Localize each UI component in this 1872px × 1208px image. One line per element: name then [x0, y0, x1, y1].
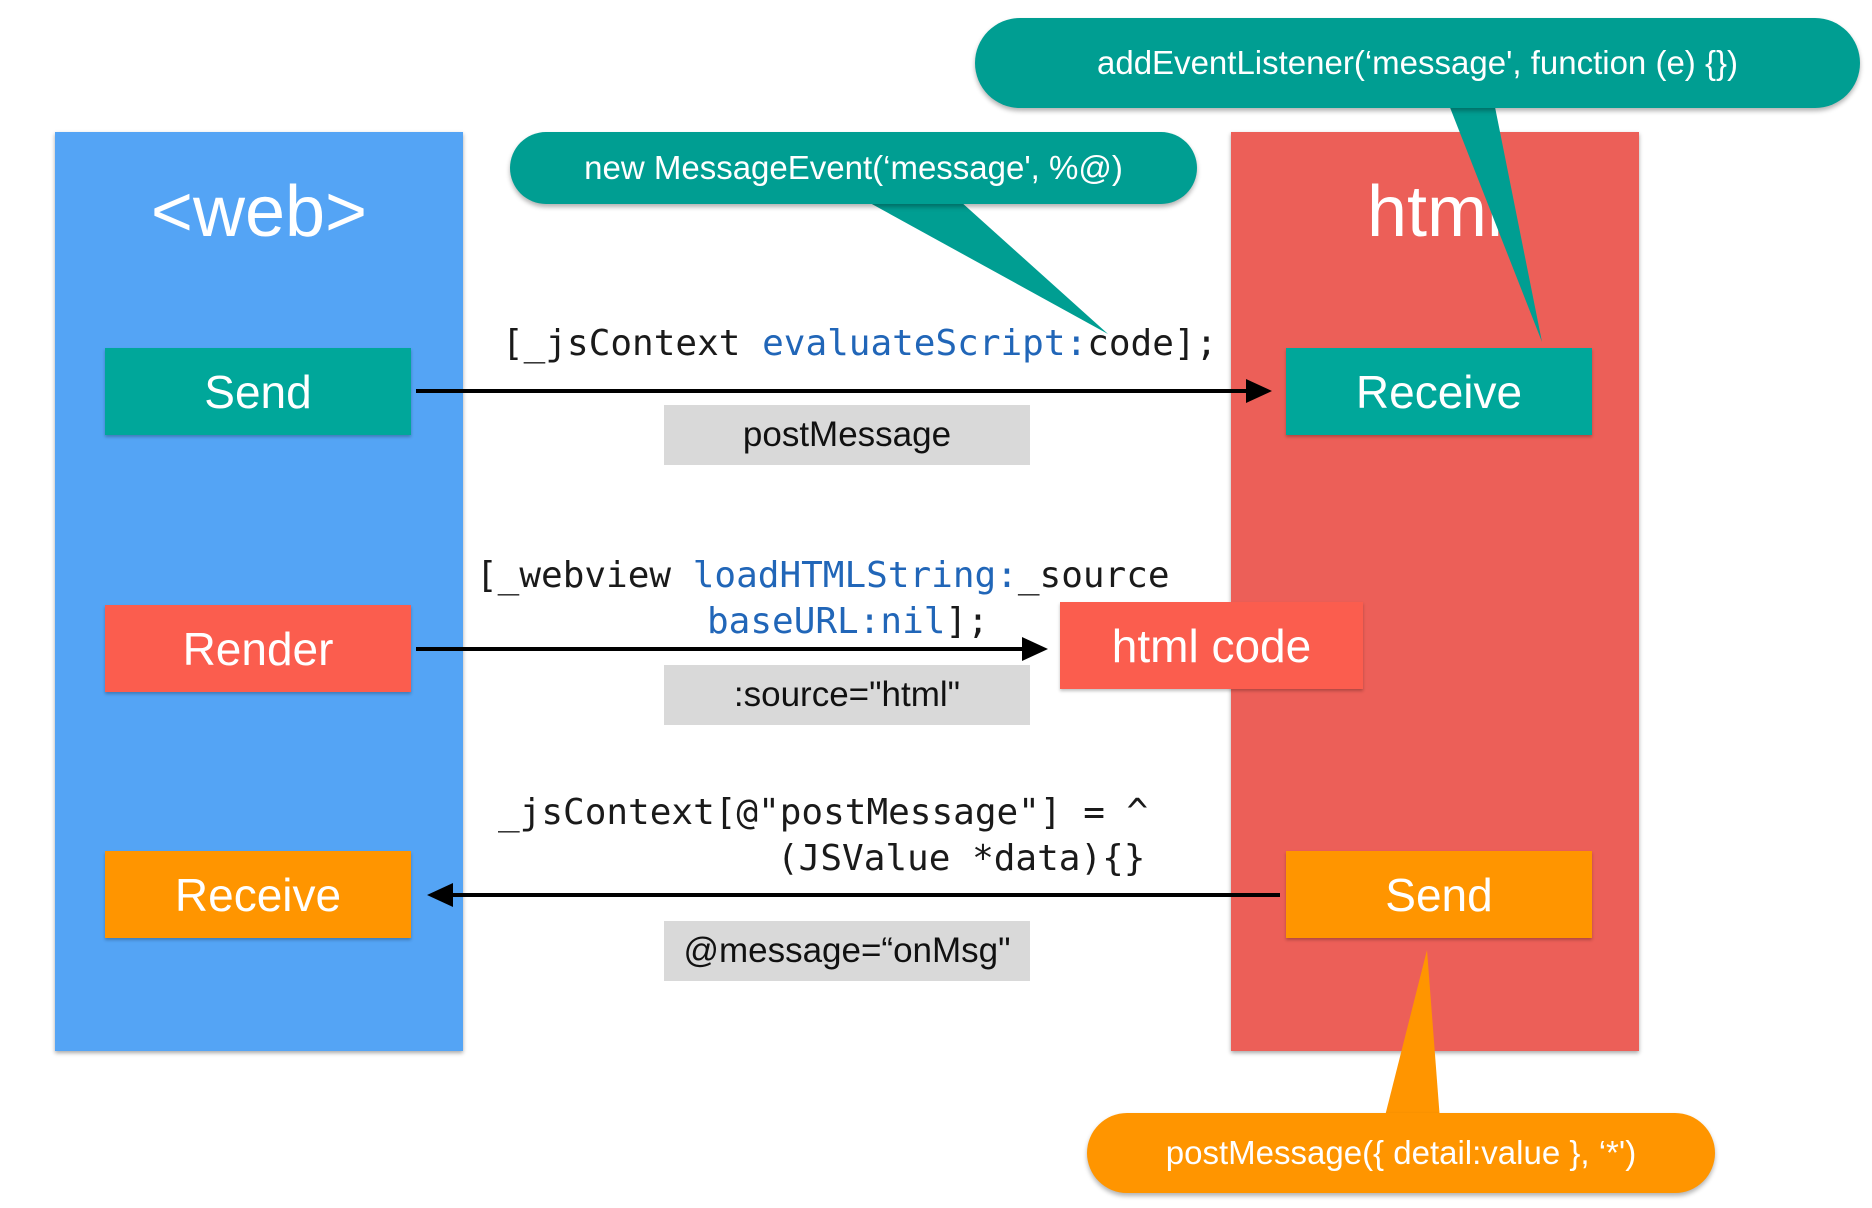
message-label: @message=“onMsg" — [664, 921, 1030, 981]
code-method: loadHTMLString: — [692, 555, 1018, 596]
post-message-callout: postMessage({ detail:value }, ‘*') — [1087, 1113, 1715, 1193]
post-message-label: postMessage — [664, 405, 1030, 465]
code-text: [_jsContext — [502, 323, 763, 364]
web-render-box: Render — [105, 605, 411, 692]
load-html-code-line1: [_webview loadHTMLString:_source — [476, 558, 1170, 594]
post-message-code-line2: (JSValue *data){} — [777, 838, 1146, 879]
message-event-callout: new MessageEvent(‘message', %@) — [510, 132, 1197, 204]
code-text: ]; — [945, 601, 989, 642]
code-value: nil — [880, 601, 946, 642]
message-event-callout-tail — [850, 192, 1108, 334]
add-listener-callout-tail — [1440, 82, 1542, 342]
code-text: [_webview — [476, 555, 693, 596]
source-label: :source="html" — [664, 665, 1030, 725]
html-column-title: html — [1366, 172, 1504, 252]
post-message-code-line1: _jsContext[@"postMessage"] = ^ — [498, 792, 1149, 833]
add-listener-callout: addEventListener(‘message', function (e)… — [975, 18, 1860, 108]
web-column-title: <web> — [150, 172, 368, 252]
send-arrow-head — [1246, 379, 1272, 403]
web-receive-box: Receive — [105, 851, 411, 938]
code-method: baseURL: — [707, 601, 881, 642]
html-send-box: Send — [1286, 851, 1592, 938]
code-method: evaluateScript: — [762, 323, 1088, 364]
html-code-box: html code — [1060, 602, 1363, 689]
evaluate-script-code: [_jsContext evaluateScript:code]; — [502, 326, 1217, 362]
receive-arrow-head — [427, 883, 453, 907]
web-send-box: Send — [105, 348, 411, 435]
render-arrow-head — [1022, 637, 1048, 661]
code-text: code]; — [1087, 323, 1218, 364]
html-receive-box: Receive — [1286, 348, 1592, 435]
code-text: _source — [1017, 555, 1170, 596]
load-html-code-line2: baseURL:nil]; — [707, 604, 989, 640]
post-message-callout-tail — [1384, 950, 1440, 1120]
